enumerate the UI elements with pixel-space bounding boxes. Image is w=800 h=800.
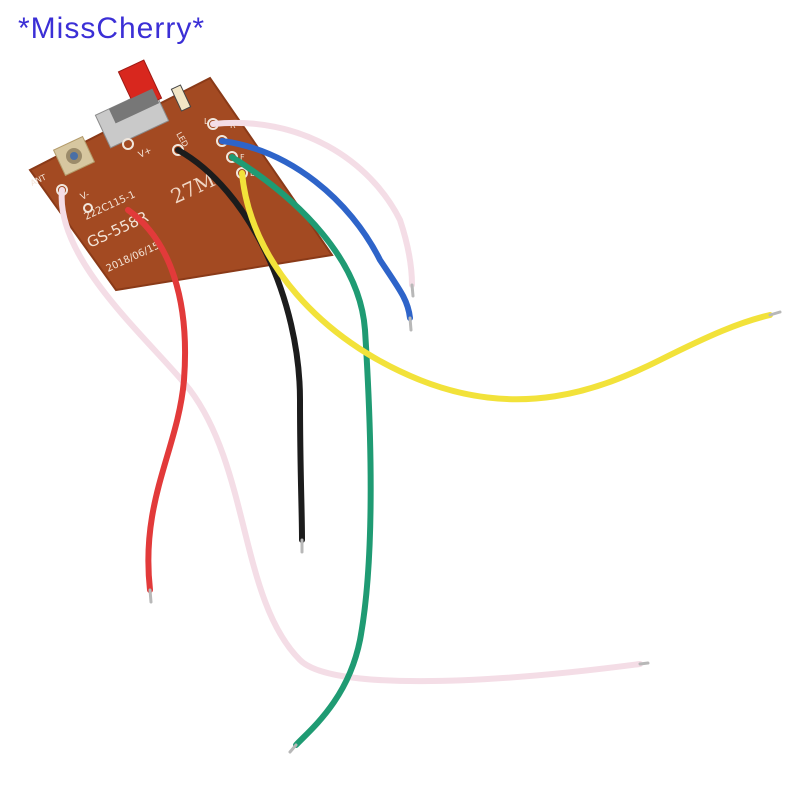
pcb-vminus-label: V- [79,190,91,203]
watermark-text: *MissCherry* [18,12,206,45]
wire-green [229,154,374,748]
resistor-component [170,84,192,112]
wire-black [175,147,305,543]
wire-blue [219,138,413,321]
wire-yellow [239,170,773,403]
wire-red [125,207,188,593]
pcb-board: 222C115-1 GS-558R 2018/06/15 27M ANT LED… [28,59,334,292]
trimmer-component [52,135,96,177]
wire-white-right [210,119,415,288]
pcb-pin-l: L [204,117,209,126]
wire-bundle [58,119,782,754]
slide-switch [94,59,170,149]
pcb-pin-f: F [240,153,245,162]
wire-white [58,187,643,685]
